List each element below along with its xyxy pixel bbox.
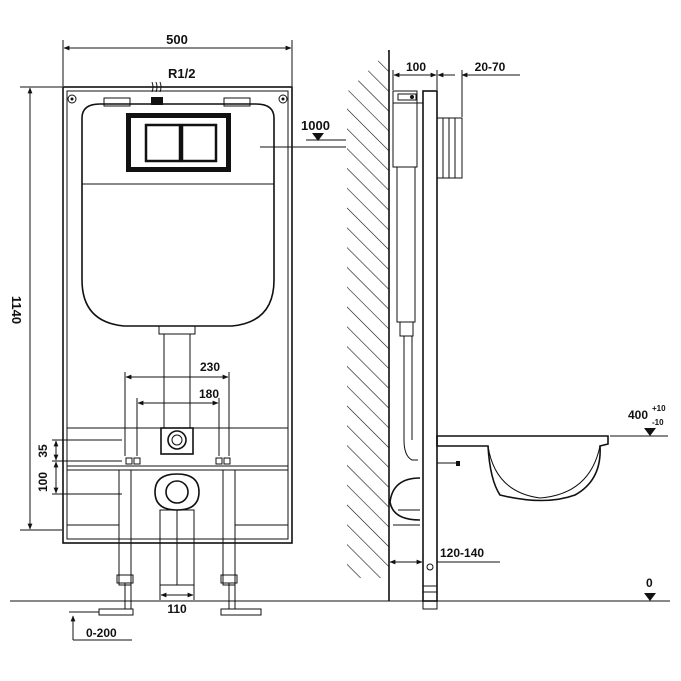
drain-bend-side <box>389 477 421 521</box>
mount-hole-icon <box>67 94 77 104</box>
pan-height-tol-minus: -10 <box>652 418 664 427</box>
drain-offset-label: 120-140 <box>440 546 484 560</box>
side-frame <box>392 90 418 168</box>
offset-35-label: 35 <box>36 444 50 458</box>
bolt-inner-spacing-label: 180 <box>199 387 219 401</box>
floor-level-label: 0 <box>646 576 653 590</box>
floor-level-marker-icon <box>644 593 656 601</box>
height-label: 1140 <box>9 296 24 324</box>
offset-100-label: 100 <box>36 472 50 492</box>
mount-hole-icon <box>278 94 288 104</box>
flush-height-label: 1000 <box>301 118 330 133</box>
leg-adjust-label: 0-200 <box>86 626 117 640</box>
inlet-label: R1/2 <box>168 66 195 81</box>
button-depth-label: 20-70 <box>475 60 506 74</box>
toilet-bowl <box>436 435 609 502</box>
pan-height-label: 400 <box>628 408 648 422</box>
drain-width-label: 110 <box>167 602 187 616</box>
pan-height-tol-plus: +10 <box>652 404 666 413</box>
front-view: 500 R1/2 1140 230 180 35 100 110 <box>9 32 293 641</box>
pan-level-marker-icon <box>644 428 656 436</box>
bolt-outer-spacing-label: 230 <box>200 360 220 374</box>
side-view: 100 20-70 1000 400 +10 -10 120-140 0 <box>260 50 668 610</box>
cistern-tank <box>81 103 275 327</box>
width-label: 500 <box>166 32 188 47</box>
wall-section <box>347 50 389 578</box>
depth-label: 100 <box>406 60 426 74</box>
drain-bend <box>154 473 200 511</box>
level-marker-icon <box>312 133 324 141</box>
